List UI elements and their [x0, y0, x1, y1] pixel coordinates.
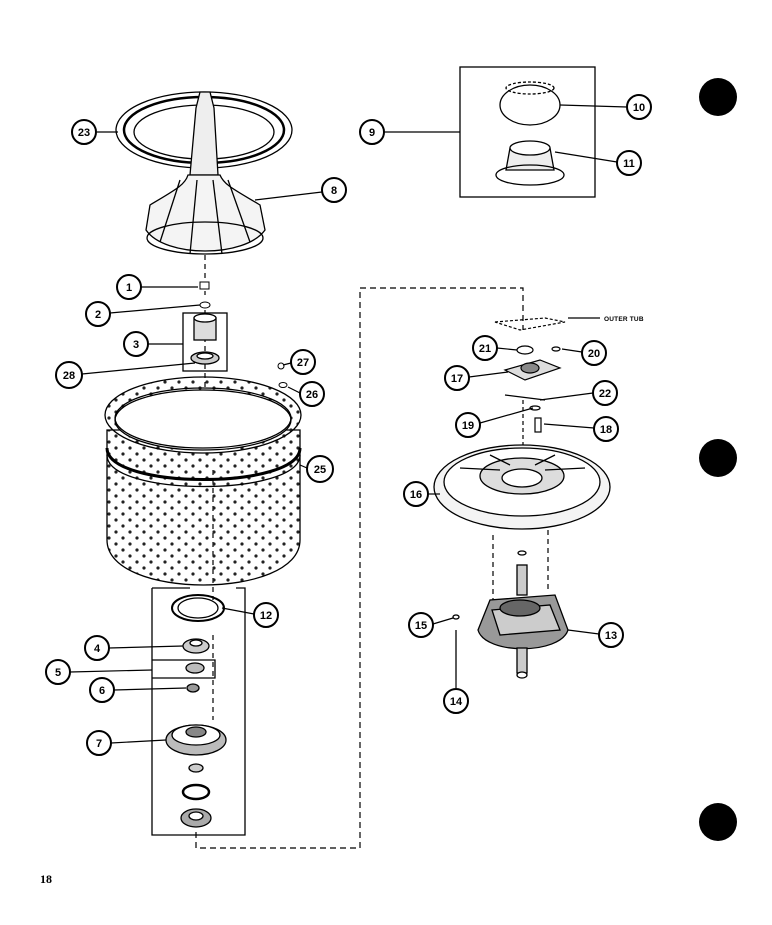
- callout-28: 28: [55, 361, 83, 389]
- callout-3: 3: [123, 331, 149, 357]
- callout-10-label: 10: [633, 102, 645, 114]
- callout-18: 18: [593, 416, 619, 442]
- callout-9: 9: [359, 119, 385, 145]
- callout-19-label: 19: [462, 420, 474, 432]
- part-group-3-28: [182, 312, 228, 372]
- callout-1: 1: [116, 274, 142, 300]
- binder-hole-middle: [699, 439, 737, 477]
- callout-8: 8: [321, 177, 347, 203]
- callout-7: 7: [86, 730, 112, 756]
- binder-hole-top: [699, 78, 737, 116]
- callout-5-label: 5: [55, 667, 61, 679]
- callout-27: 27: [290, 349, 316, 375]
- callout-26: 26: [299, 381, 325, 407]
- callout-4-label: 4: [94, 643, 101, 655]
- callout-23: 23: [71, 119, 97, 145]
- callout-12: 12: [253, 602, 279, 628]
- binder-hole-bottom: [699, 803, 737, 841]
- callout-1-label: 1: [126, 282, 132, 294]
- leader-lines: [69, 104, 628, 744]
- callout-13-label: 13: [605, 630, 617, 642]
- callout-14: 14: [443, 688, 469, 714]
- tub-seal-16: [433, 444, 611, 530]
- agitator-assembly: [115, 91, 293, 255]
- callout-22: 22: [592, 380, 618, 406]
- callout-5: 5: [45, 659, 71, 685]
- callout-9-label: 9: [369, 127, 375, 139]
- part-group-9: [459, 66, 596, 198]
- callout-17-label: 17: [451, 373, 463, 385]
- callout-19: 19: [455, 412, 481, 438]
- callout-6: 6: [89, 677, 115, 703]
- callout-12-label: 12: [260, 610, 272, 622]
- bearing-hub-group: [151, 587, 246, 836]
- right-small-parts: [503, 345, 562, 445]
- callout-15-label: 15: [415, 620, 427, 632]
- callout-21-label: 21: [479, 343, 491, 355]
- callout-21: 21: [472, 335, 498, 361]
- callout-14-label: 14: [450, 696, 463, 708]
- center-line-right: [492, 530, 549, 600]
- callout-26-label: 26: [306, 389, 318, 401]
- outer-tub-indicator: [494, 317, 600, 331]
- callouts: 23 8 9 10 11 1 2 3 28 27 26 25 12 4 5 6 …: [45, 94, 652, 756]
- page-number: 18: [40, 872, 52, 886]
- callout-18-label: 18: [600, 424, 612, 436]
- callout-17: 17: [444, 365, 470, 391]
- callout-2: 2: [85, 301, 111, 327]
- callout-4: 4: [84, 635, 110, 661]
- callout-2-label: 2: [95, 309, 101, 321]
- callout-16: 16: [403, 481, 429, 507]
- callout-6-label: 6: [99, 685, 105, 697]
- callout-11: 11: [616, 150, 642, 176]
- callout-28-label: 28: [63, 370, 75, 382]
- callout-25-label: 25: [314, 464, 326, 476]
- callout-16-label: 16: [410, 489, 422, 501]
- spin-basket: [104, 376, 302, 586]
- transmission-13: [452, 550, 569, 680]
- callout-23-label: 23: [78, 127, 90, 139]
- callout-13: 13: [598, 622, 624, 648]
- callout-20-label: 20: [588, 348, 600, 360]
- callout-22-label: 22: [599, 388, 611, 400]
- callout-11-label: 11: [623, 158, 635, 170]
- callout-7-label: 7: [96, 738, 102, 750]
- screw-part: [277, 362, 288, 388]
- callout-20: 20: [581, 340, 607, 366]
- outer-tub-label: OUTER TUB: [604, 316, 644, 323]
- callout-3-label: 3: [133, 339, 139, 351]
- routing-dashed-line: [195, 287, 524, 849]
- callout-25: 25: [306, 455, 334, 483]
- callout-15: 15: [408, 612, 434, 638]
- callout-10: 10: [626, 94, 652, 120]
- callout-27-label: 27: [297, 357, 309, 369]
- callout-8-label: 8: [331, 185, 337, 197]
